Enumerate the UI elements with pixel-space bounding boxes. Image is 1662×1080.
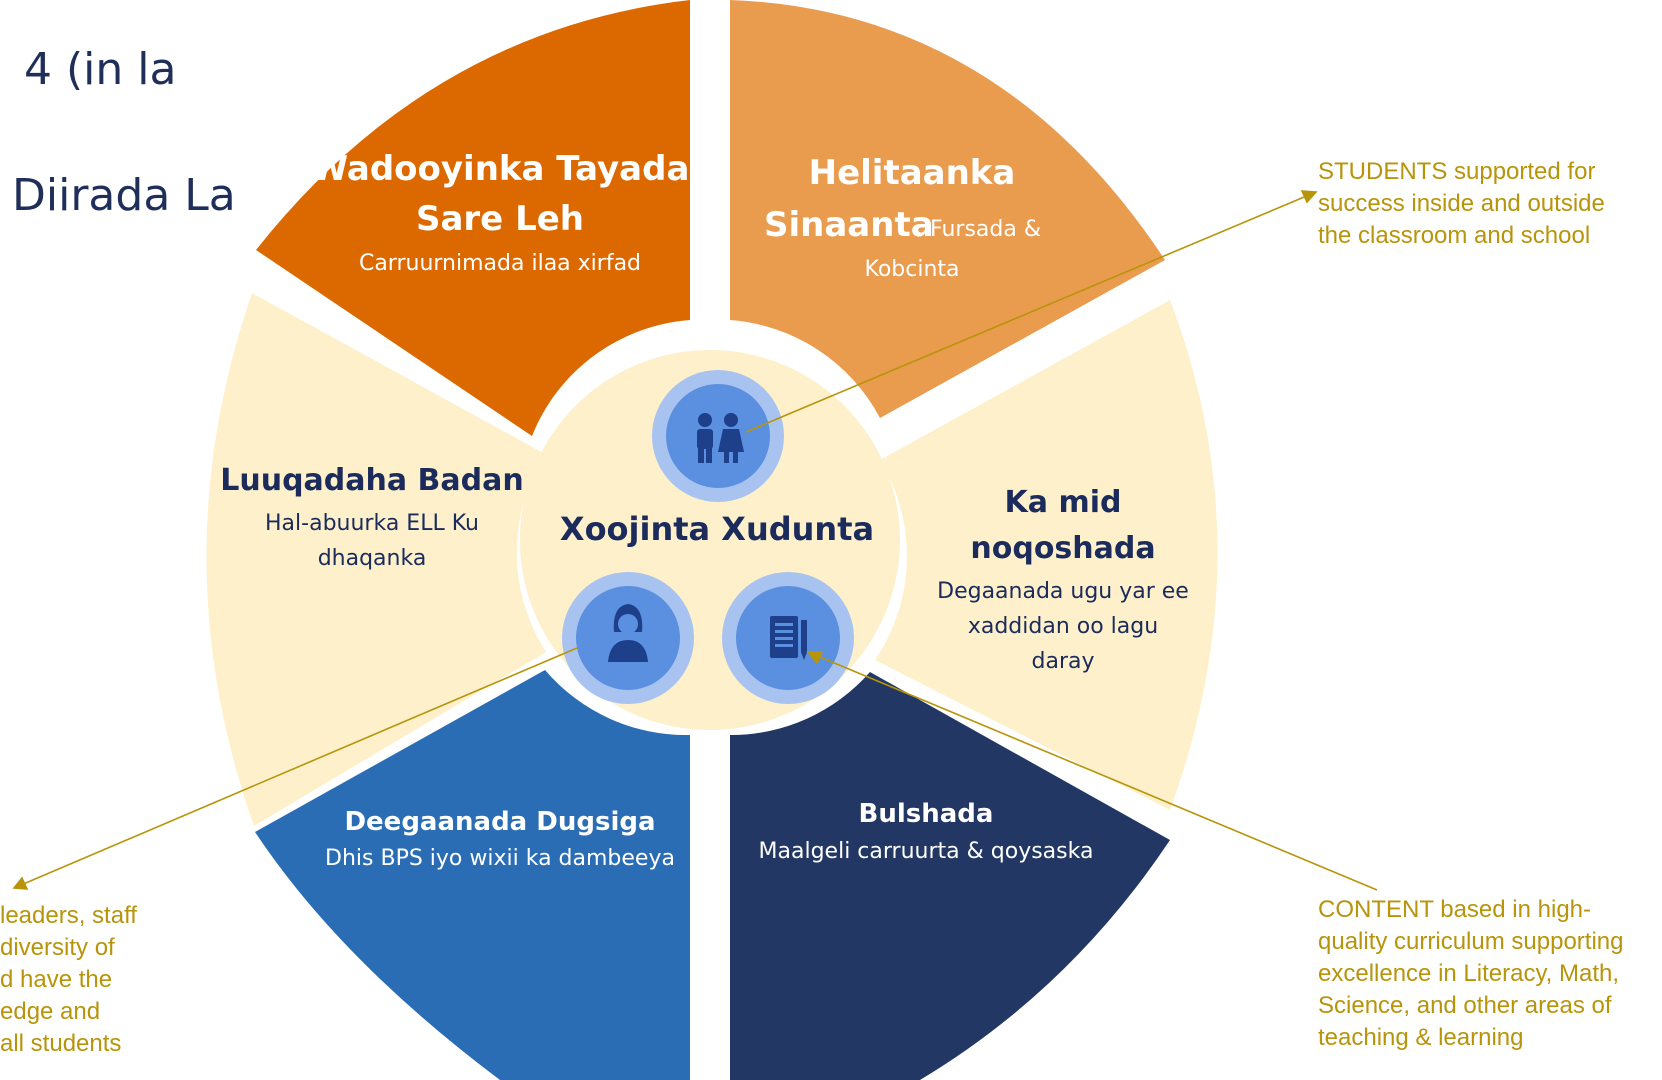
segment-title: Helitaanka <box>809 153 1016 193</box>
segment-subtitle: Carruurnimada ilaa xirfad <box>359 251 641 276</box>
segment-bottom-right-text: Bulshada Maalgeli carruurta & qoysaska <box>759 799 1094 864</box>
annotation-connectors <box>12 190 1378 891</box>
segment-title: Sinaanta <box>764 205 934 245</box>
teacher-arrowhead <box>12 876 29 890</box>
segment-subtitle: Fursada & <box>930 217 1041 242</box>
teacher-icon <box>562 572 694 704</box>
segment-top-right <box>730 0 1165 418</box>
segment-bottom-left <box>255 670 690 1080</box>
segment-subtitle: Kobcinta <box>864 257 959 282</box>
students-arrowhead <box>1300 190 1318 204</box>
document-icon <box>722 572 854 704</box>
segment-subtitle: daray <box>1032 649 1095 674</box>
segment-right-text: Ka mid noqoshada Degaanada ugu yar ee xa… <box>937 485 1189 674</box>
students-annotation: STUDENTS supported for success inside an… <box>1318 158 1605 249</box>
segment-subtitle: dhaqanka <box>318 546 427 571</box>
segment-left <box>206 293 546 826</box>
segment-subtitle: xaddidan oo lagu <box>968 614 1158 639</box>
heading-line-1: 4 (in la <box>24 44 176 95</box>
segment-subtitle: Maalgeli carruurta & qoysaska <box>759 839 1094 864</box>
segment-bottom-right <box>730 672 1170 1080</box>
content-connector <box>807 651 1378 891</box>
segment-top-left <box>256 0 690 436</box>
segment-subtitle: Degaanada ugu yar ee <box>937 579 1189 604</box>
segment-subtitle: Dhis BPS iyo wixii ka dambeeya <box>325 846 675 871</box>
content-arrowhead <box>806 651 824 665</box>
segment-title: noqoshada <box>970 531 1155 566</box>
segment-top-right-text: Helitaanka Sinaanta Fursada & Kobcinta <box>764 153 1041 282</box>
segment-title: Deegaanada Dugsiga <box>344 807 655 837</box>
teacher-connector <box>13 647 578 889</box>
students-connector <box>745 191 1317 433</box>
segment-title: Luuqadaha Badan <box>220 463 524 498</box>
segment-title: Bulshada <box>859 799 994 829</box>
segment-top-left-text: Wadooyinka Tayada Sare Leh Carruurnimada… <box>311 149 690 276</box>
heading-line-2: Diirada La <box>12 170 236 221</box>
segment-title: Ka mid <box>1005 485 1122 520</box>
segment-title: Sare Leh <box>416 199 584 239</box>
segment-bottom-left-text: Deegaanada Dugsiga Dhis BPS iyo wixii ka… <box>325 807 675 871</box>
educators-annotation: leaders, staff diversity of d have the e… <box>0 902 137 1057</box>
segment-right <box>875 300 1218 810</box>
segment-title: Wadooyinka Tayada <box>311 149 690 189</box>
center-label: Xoojinta Xudunta <box>560 510 874 548</box>
segment-subtitle: Hal-abuurka ELL Ku <box>265 511 479 536</box>
content-annotation: CONTENT based in high- quality curriculu… <box>1318 896 1624 1051</box>
segment-left-text: Luuqadaha Badan Hal-abuurka ELL Ku dhaqa… <box>220 463 524 571</box>
students-icon <box>652 370 784 502</box>
